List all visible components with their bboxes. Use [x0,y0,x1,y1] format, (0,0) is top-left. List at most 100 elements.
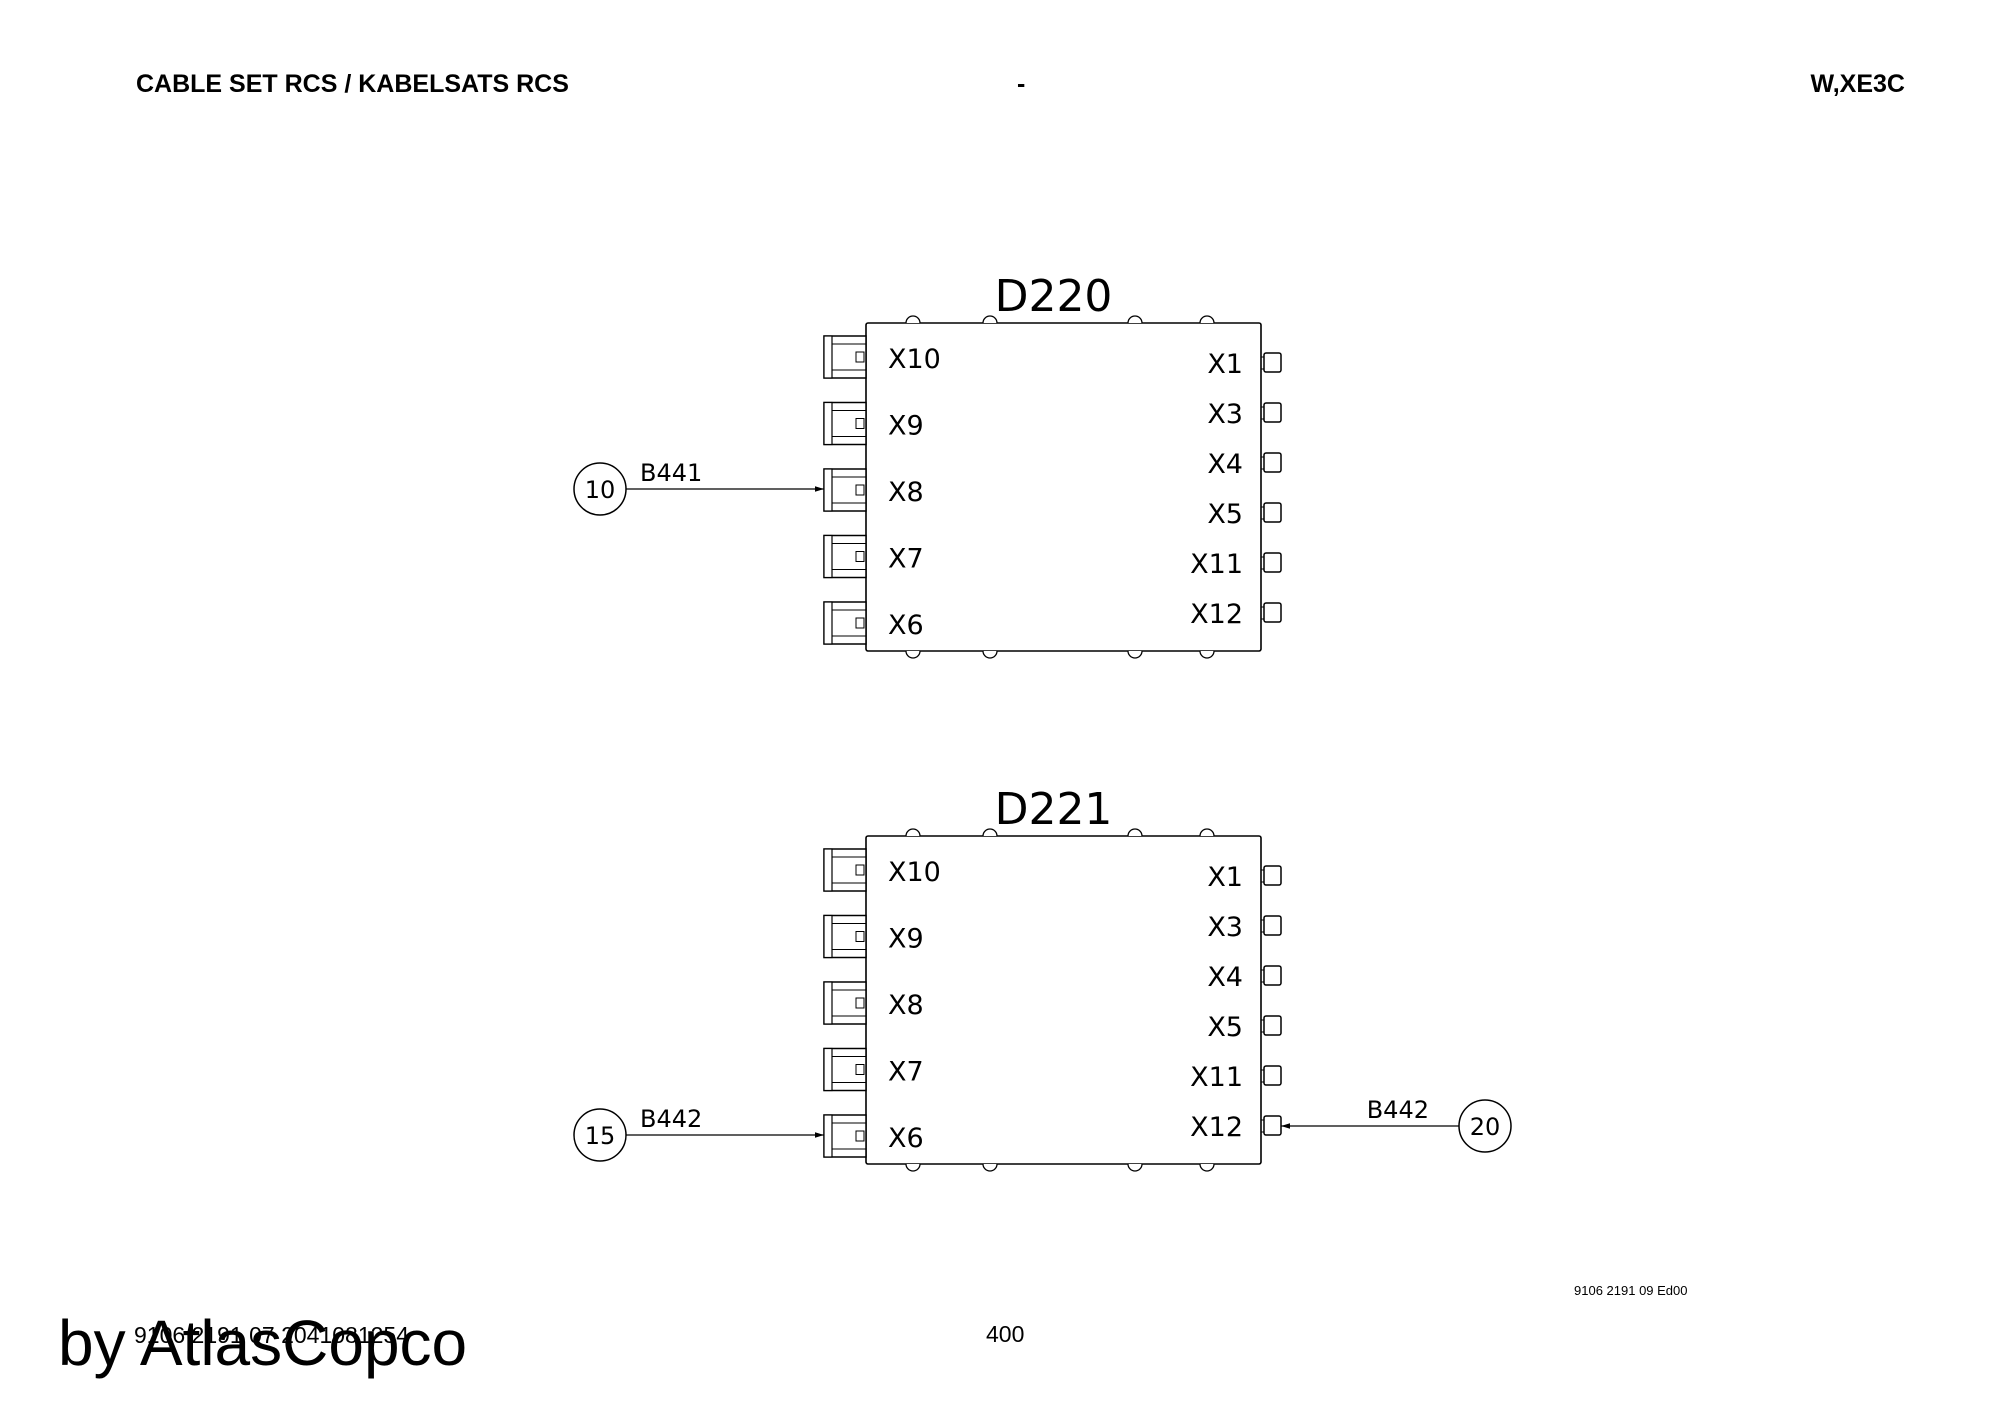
connector-housing [1263,1115,1282,1136]
module-label: D221 [995,784,1113,835]
drawing-number: 9106 2191 09 Ed00 [1574,1283,1688,1298]
connector-housing [1263,1015,1282,1036]
cable-b441-left: 10 B441 [573,459,824,516]
mounting-tab [1127,650,1143,659]
port-label: X9 [888,924,924,955]
connector-housing [1263,965,1282,986]
port-label: X8 [888,990,924,1021]
mounting-tab [1199,650,1215,659]
connector-latch [855,551,865,562]
mounting-tab [1127,315,1143,324]
connector-x11 [1261,1065,1282,1086]
mounting-tab [1127,828,1143,837]
connector-flange [823,914,833,959]
port-label: X3 [1207,399,1243,430]
mounting-tab [1127,1163,1143,1172]
port-label: X3 [1207,912,1243,943]
connector-x10 [823,335,867,379]
mounting-tab [905,1163,921,1172]
connector-latch [855,418,865,429]
print-id: 9106 2191 07 2041081254 [134,1322,410,1348]
connector-flange [823,1114,833,1158]
cable-label: B442 [640,1105,702,1133]
mounting-tab [982,1163,998,1172]
connector-flange [823,848,833,892]
mounting-tab [982,315,998,324]
port-label: X6 [888,610,924,641]
port-label: X5 [1207,499,1243,530]
connector-x3 [1261,915,1282,936]
page-number: 400 [986,1321,1025,1347]
port-label: X4 [1207,962,1243,993]
connector-x7 [823,534,867,579]
port-label: X1 [1207,349,1243,380]
connector-flange [823,1047,833,1092]
connector-flange [823,335,833,379]
mounting-tab [1199,315,1215,324]
connector-x5 [1261,502,1282,523]
port-label: X12 [1190,1112,1243,1143]
connector-x4 [1261,965,1282,986]
connector-x8 [823,981,867,1025]
connector-housing [1263,352,1282,373]
connector-housing [1263,915,1282,936]
connector-housing [1263,602,1282,623]
connector-latch [855,997,865,1009]
module-label: D220 [995,271,1113,322]
port-label: X11 [1190,1062,1243,1093]
connector-x11 [1261,552,1282,573]
mounting-tab [905,828,921,837]
connector-x6 [823,601,867,645]
connector-x7 [823,1047,867,1092]
mounting-tab [1199,828,1215,837]
connector-housing [1263,402,1282,423]
connector-latch [855,351,865,363]
connector-x12 [1261,1115,1282,1136]
port-label: X7 [888,1057,924,1088]
port-label: X5 [1207,1012,1243,1043]
port-label: X10 [888,857,941,888]
connector-x9 [823,914,867,959]
connector-latch [855,931,865,942]
connector-x6 [823,1114,867,1158]
document-code: W,XE3C [1810,70,1905,98]
connector-housing [1263,1065,1282,1086]
watermark-logo: by AtlasCopco [58,1307,468,1379]
connector-x12 [1261,602,1282,623]
connector-latch [855,1064,865,1075]
connector-x3 [1261,402,1282,423]
mounting-tab [1199,1163,1215,1172]
port-label: X8 [888,477,924,508]
port-label: X4 [1207,449,1243,480]
connector-flange [823,981,833,1025]
connector-flange [823,468,833,512]
mounting-tab [905,650,921,659]
port-label: X6 [888,1123,924,1154]
document-subtitle: - [1017,70,1026,98]
connector-latch [855,617,865,629]
reference-number: 10 [585,476,616,504]
mounting-tab [982,650,998,659]
port-label: X1 [1207,862,1243,893]
connector-latch [855,864,865,876]
connector-x9 [823,401,867,446]
connector-x1 [1261,352,1282,373]
connector-x1 [1261,865,1282,886]
connector-x4 [1261,452,1282,473]
connector-latch [855,484,865,496]
mounting-tab [982,828,998,837]
port-label: X12 [1190,599,1243,630]
reference-number: 15 [585,1122,616,1150]
connector-x5 [1261,1015,1282,1036]
cable-label: B441 [640,459,702,487]
connector-housing [1263,502,1282,523]
connector-x8 [823,468,867,512]
port-label: X9 [888,411,924,442]
port-label: X11 [1190,549,1243,580]
connector-flange [823,401,833,446]
reference-number: 20 [1470,1113,1501,1141]
